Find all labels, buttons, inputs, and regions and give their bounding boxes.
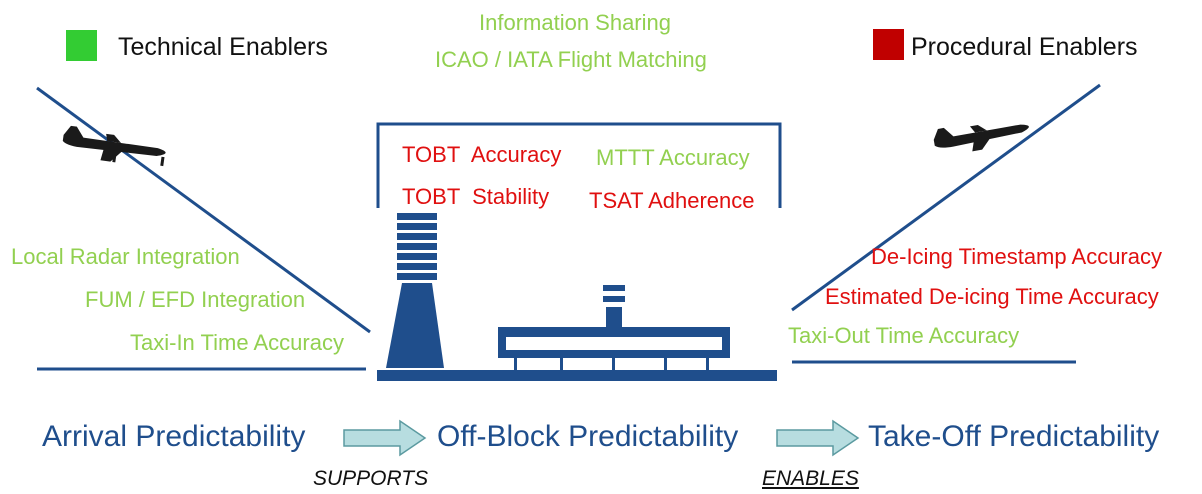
center-bracket [376,122,782,208]
off-block-predictability-label: Off-Block Predictability [437,420,739,453]
airport-base [377,370,777,381]
flight-matching-label: ICAO / IATA Flight Matching [435,47,707,72]
supports-arrow-icon [343,419,427,457]
take-off-predictability-label: Take-Off Predictability [868,420,1160,453]
information-sharing-label: Information Sharing [479,10,671,35]
arrival-predictability-label: Arrival Predictability [42,420,306,453]
fum-efd-label: FUM / EFD Integration [85,287,306,312]
local-radar-label: Local Radar Integration [11,244,240,269]
terminal-icon [498,285,730,370]
arriving-plane-icon [62,125,166,167]
control-tower-icon [386,213,444,368]
arrival-path-line [36,86,371,334]
supports-caption: SUPPORTS [313,467,429,490]
enables-arrow-icon [776,419,860,457]
taxi-out-label: Taxi-Out Time Accuracy [788,323,1020,348]
taxi-in-label: Taxi-In Time Accuracy [130,330,344,355]
enables-caption: ENABLES [762,467,859,490]
technical-legend-label: Technical Enablers [118,33,328,61]
tobt-stability-label: TOBT Stability [402,184,550,209]
procedural-legend-swatch [873,29,904,60]
mttt-accuracy-label: MTTT Accuracy [596,145,750,170]
procedural-legend-label: Procedural Enablers [911,33,1138,61]
estimated-deicing-label: Estimated De-icing Time Accuracy [825,284,1159,309]
departure-path-line [791,83,1101,312]
deicing-timestamp-label: De-Icing Timestamp Accuracy [871,244,1162,269]
departing-plane-icon [933,124,1029,152]
technical-legend-swatch [66,30,97,61]
tobt-accuracy-label: TOBT Accuracy [402,142,562,167]
tsat-adherence-label: TSAT Adherence [589,188,755,213]
